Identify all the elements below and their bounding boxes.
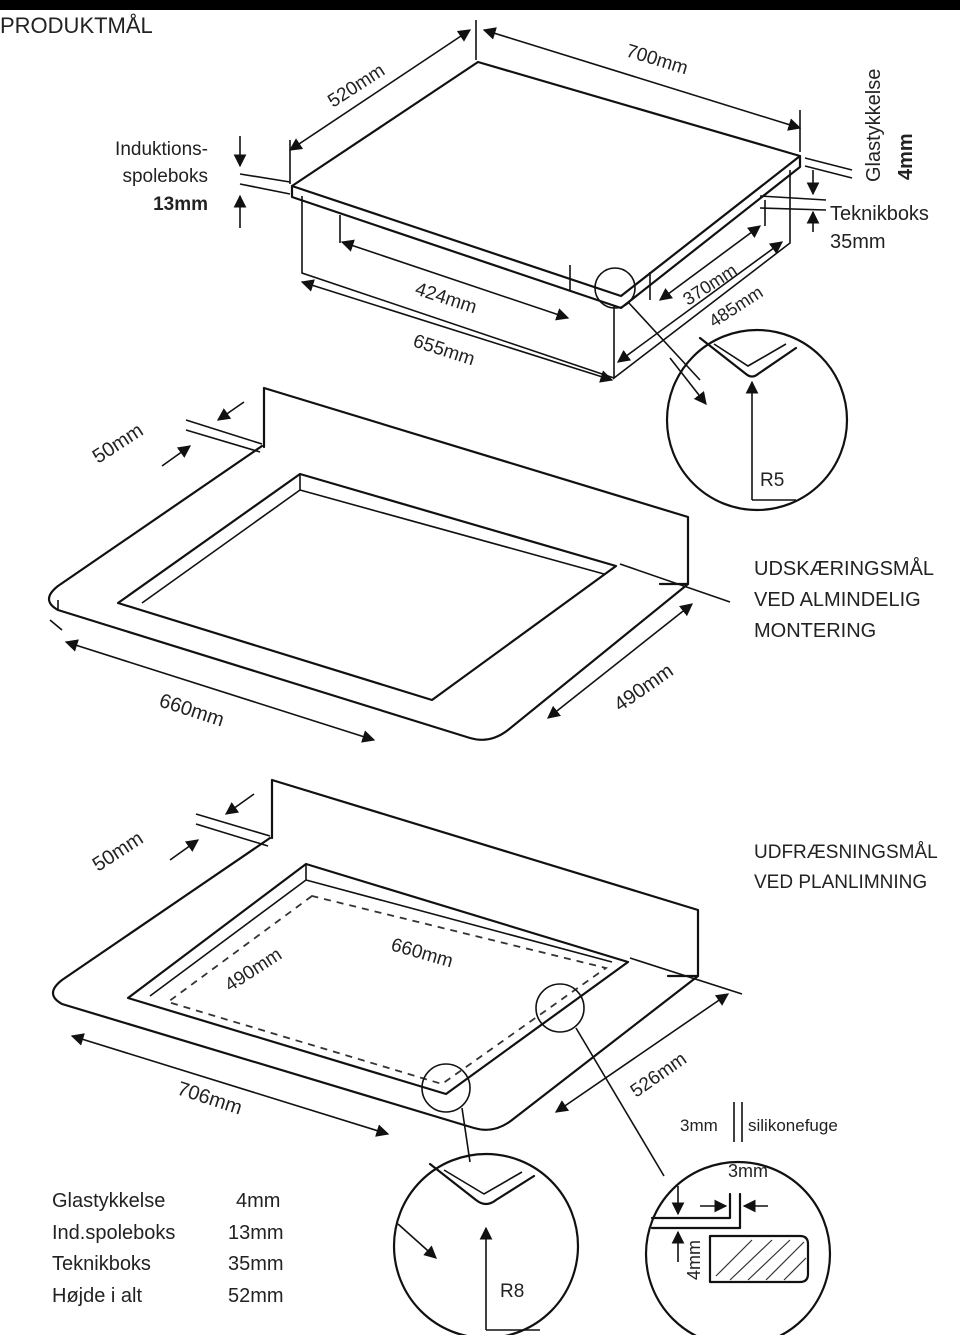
flush-inner-width: 660mm xyxy=(389,935,456,973)
cutout-inner-edge xyxy=(141,474,605,604)
silicone-step-width: 3mm xyxy=(728,1161,768,1181)
flush-corner-outline xyxy=(428,1162,536,1206)
cutout-standard-depth: 490mm xyxy=(610,660,677,716)
flush-corner-detail-circle xyxy=(392,1152,580,1335)
cutout-standard-title-2: VED ALMINDELIG xyxy=(754,589,921,611)
silicone-gap-label: silikonefuge xyxy=(748,1116,838,1135)
flush-inner-cut xyxy=(166,895,609,1085)
dim-line-cutout-width xyxy=(64,639,376,743)
summary-label: Højde i alt xyxy=(52,1285,142,1307)
summary-label: Ind.spoleboks xyxy=(52,1222,175,1244)
dim-line-width xyxy=(482,27,802,131)
induction-label-1: Induktions- xyxy=(115,139,208,160)
dim-line-flush-depth xyxy=(554,993,730,1113)
summary-value: 13mm xyxy=(228,1222,284,1244)
summary-value: 35mm xyxy=(228,1253,284,1275)
flush-backsplash-wall xyxy=(270,778,700,978)
cutout-hole xyxy=(116,472,618,702)
dim-line-cutout-depth xyxy=(546,603,694,719)
silicone-detail-circle xyxy=(644,1160,832,1335)
summary-table: Glastykkelse 4mm Ind.spoleboks 13mm Tekn… xyxy=(52,1190,284,1307)
corner-detail-circle xyxy=(665,328,849,512)
page-title: PRODUKTMÅL xyxy=(0,13,153,38)
summary-value: 52mm xyxy=(228,1285,284,1307)
induction-value: 13mm xyxy=(153,194,208,215)
summary-label: Glastykkelse xyxy=(52,1190,165,1212)
cutout-standard-back-gap: 50mm xyxy=(89,419,148,468)
top-bar xyxy=(0,0,960,10)
cutout-flush-title-1: UDFRÆSNINGSMÅL xyxy=(754,842,938,863)
induction-label-2: spoleboks xyxy=(122,166,208,187)
dim-line-base-depth xyxy=(616,241,784,363)
silicone-step-depth: 4mm xyxy=(684,1240,704,1280)
tech-box-value: 35mm xyxy=(830,231,886,253)
cutout-standard-diagram: 50mm 660mm 490mm UDSKÆRINGSMÅL VED ALMIN… xyxy=(47,386,934,743)
flush-worktop-outline xyxy=(51,836,700,1131)
dim-line-base-width xyxy=(300,279,614,383)
flush-inner-depth: 490mm xyxy=(221,944,286,996)
cutout-standard-title-3: MONTERING xyxy=(754,620,876,642)
cutout-flush-title-2: VED PLANLIMNING xyxy=(754,872,927,893)
cutout-flush-back-gap: 50mm xyxy=(89,827,148,876)
hob-base-side xyxy=(613,170,791,380)
glass-thickness-label: Glastykkelse xyxy=(863,69,885,182)
corner-detail-marker xyxy=(594,267,636,309)
glass-profile xyxy=(708,1234,810,1284)
glass-thickness-value: 4mm xyxy=(895,133,917,180)
corner-detail-outline xyxy=(698,336,798,378)
corner-radius-label: R5 xyxy=(760,470,784,491)
dim-width-label: 700mm xyxy=(624,41,691,80)
cutout-standard-width: 660mm xyxy=(156,690,226,732)
cutout-flush-diagram: 490mm 660mm 50mm 706mm 526mm UDFRÆSNINGS… xyxy=(51,778,938,1335)
cutout-flush-width: 706mm xyxy=(174,1078,244,1120)
tech-box-label: Teknikboks xyxy=(830,203,929,225)
silicone-detail-marker xyxy=(535,983,585,1033)
dim-line-flush-width xyxy=(70,1033,390,1137)
summary-label: Teknikboks xyxy=(52,1253,151,1275)
silicone-gap-value: 3mm xyxy=(680,1116,718,1135)
silicone-step-outline xyxy=(650,1192,742,1230)
dim-depth-label: 520mm xyxy=(324,60,389,112)
dim-base-width-label: 655mm xyxy=(410,331,477,371)
cutout-standard-title-1: UDSKÆRINGSMÅL xyxy=(754,557,934,580)
summary-value: 4mm xyxy=(236,1190,280,1212)
worktop-outline xyxy=(47,444,690,741)
backsplash-wall xyxy=(262,386,690,586)
dim-line-depth xyxy=(288,29,472,151)
flush-corner-radius: R8 xyxy=(500,1281,524,1302)
flush-recess xyxy=(126,862,630,1096)
flush-corner-marker xyxy=(421,1063,471,1113)
